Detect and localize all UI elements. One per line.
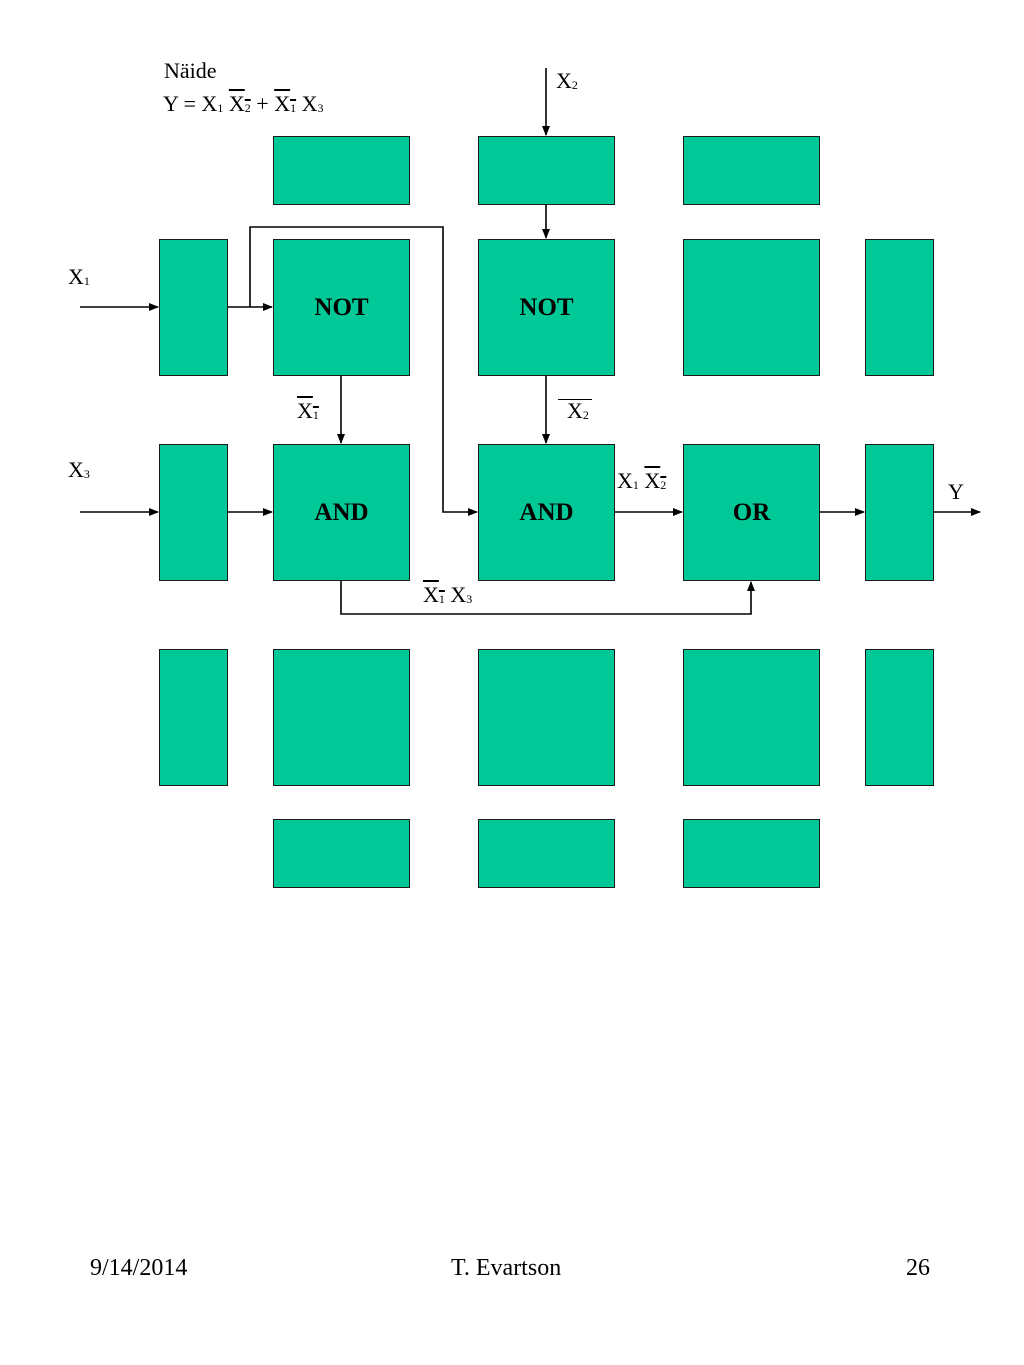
label-not-x2: X2	[567, 398, 589, 423]
io-cell-y	[865, 444, 934, 581]
routing-cell-bottom-2	[478, 819, 615, 888]
boolean-equation: Y = X1 X2 + X1 X3	[163, 91, 324, 116]
footer-date: 9/14/2014	[90, 1255, 188, 1281]
page-number: 26	[906, 1255, 930, 1281]
routing-cell-bottom-1	[273, 819, 410, 888]
label-x3: X3	[68, 457, 90, 482]
wire-x1-branch	[249, 226, 478, 516]
wire-and1-to-or	[340, 581, 755, 615]
routing-cell-bottom-3	[683, 819, 820, 888]
or-gate-label: OR	[732, 498, 771, 526]
label-not-x1-x3: X1 X3	[423, 582, 473, 607]
label-not-x1: X1	[297, 398, 319, 423]
and-gate-1: AND	[273, 444, 410, 581]
io-cell-r3-right	[865, 649, 934, 786]
routing-cell-top-3	[683, 136, 820, 205]
logic-cell-r1-c3	[683, 239, 820, 376]
logic-cell-r3-c3	[683, 649, 820, 786]
io-cell-r1-right	[865, 239, 934, 376]
overbar-not-x2	[558, 399, 592, 400]
io-cell-x3	[159, 444, 228, 581]
not-gate-2-label: NOT	[519, 293, 574, 321]
logic-cell-r3-c2	[478, 649, 615, 786]
not-gate-1: NOT	[273, 239, 410, 376]
footer-author: T. Evartson	[451, 1255, 562, 1281]
and-gate-2: AND	[478, 444, 615, 581]
and-gate-1-label: AND	[314, 498, 369, 526]
and-gate-2-label: AND	[519, 498, 574, 526]
label-x2: X2	[556, 68, 578, 93]
logic-cell-r3-c1	[273, 649, 410, 786]
not-gate-1-label: NOT	[314, 293, 369, 321]
diagram-heading: Näide	[164, 58, 217, 83]
label-y: Y	[948, 479, 964, 504]
routing-cell-top-1	[273, 136, 410, 205]
io-cell-r3-left	[159, 649, 228, 786]
or-gate: OR	[683, 444, 820, 581]
io-cell-x1	[159, 239, 228, 376]
not-gate-2: NOT	[478, 239, 615, 376]
routing-cell-top-2	[478, 136, 615, 205]
label-x1-not-x2: X1 X2	[617, 468, 667, 493]
label-x1: X1	[68, 264, 90, 289]
